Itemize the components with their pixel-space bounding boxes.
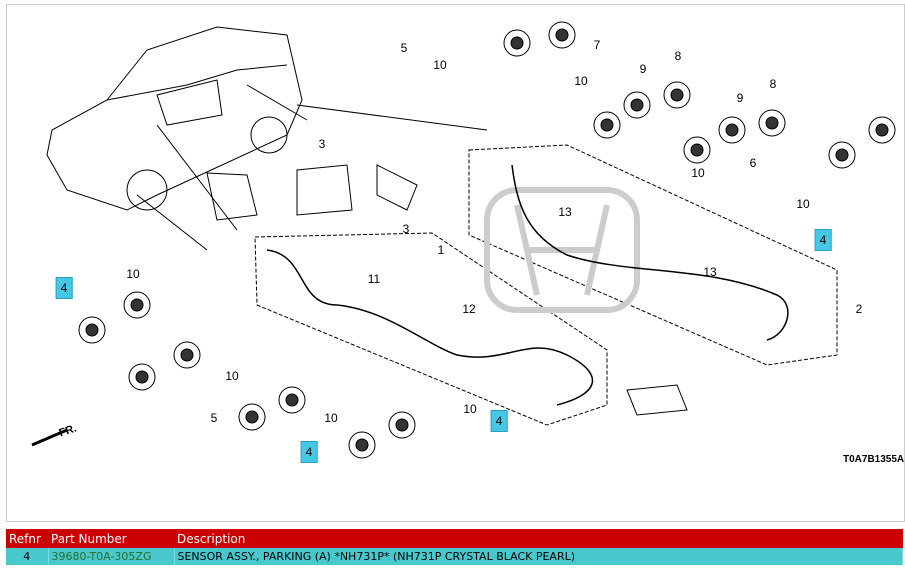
sensor-face xyxy=(690,143,704,157)
harness-panel-1 xyxy=(254,232,608,426)
callout-highlighted-4[interactable]: 4 xyxy=(490,410,508,432)
sensor-face xyxy=(510,36,524,50)
sensor-face xyxy=(355,438,369,452)
callout-10: 10 xyxy=(796,197,810,211)
sensor-part xyxy=(758,109,786,137)
sensor-part xyxy=(718,116,746,144)
callout-10: 10 xyxy=(324,411,338,425)
callout-highlighted-4[interactable]: 4 xyxy=(300,441,318,463)
callout-3: 3 xyxy=(318,137,326,151)
sensor-part xyxy=(663,81,691,109)
callout-9: 9 xyxy=(736,91,744,105)
table-row[interactable]: 4 39680-T0A-305ZG SENSOR ASSY., PARKING … xyxy=(6,548,903,565)
cell-part-number[interactable]: 39680-T0A-305ZG xyxy=(48,548,175,565)
header-part-number: Part Number xyxy=(48,529,174,548)
sensor-face xyxy=(285,393,299,407)
header-refnr: Refnr xyxy=(6,529,48,548)
sensor-part xyxy=(238,403,266,431)
cell-refnr: 4 xyxy=(6,548,49,565)
header-description: Description xyxy=(174,529,903,548)
sensor-part xyxy=(683,136,711,164)
sensor-part xyxy=(173,341,201,369)
cell-description: SENSOR ASSY., PARKING (A) *NH731P* (NH73… xyxy=(174,548,903,565)
sensor-face xyxy=(835,148,849,162)
control-units xyxy=(206,164,418,221)
sensor-part xyxy=(128,363,156,391)
parking-sensors xyxy=(78,21,896,459)
sensor-face xyxy=(765,116,779,130)
sensor-face xyxy=(245,410,259,424)
sensor-part xyxy=(278,386,306,414)
sensor-face xyxy=(630,98,644,112)
sensor-face xyxy=(555,28,569,42)
harness-panel-2 xyxy=(468,144,838,366)
callout-8: 8 xyxy=(769,77,777,91)
sensor-face xyxy=(395,418,409,432)
callout-1: 1 xyxy=(437,243,445,257)
callout-6: 6 xyxy=(749,156,757,170)
callout-10: 10 xyxy=(225,369,239,383)
sensor-part xyxy=(123,291,151,319)
parts-table-header: Refnr Part Number Description xyxy=(6,529,903,548)
sensor-part xyxy=(828,141,856,169)
sensor-part xyxy=(868,116,896,144)
callout-10: 10 xyxy=(463,402,477,416)
callout-10: 10 xyxy=(574,74,588,88)
sensor-face xyxy=(180,348,194,362)
callout-12: 12 xyxy=(462,302,476,316)
sensor-face xyxy=(725,123,739,137)
sensor-part xyxy=(623,91,651,119)
callout-10: 10 xyxy=(691,166,705,180)
callout-9: 9 xyxy=(639,62,647,76)
sensor-part xyxy=(503,29,531,57)
callout-5: 5 xyxy=(210,411,218,425)
sensor-face xyxy=(600,118,614,132)
honda-logo-watermark xyxy=(484,187,640,313)
parts-table: Refnr Part Number Description 4 39680-T0… xyxy=(6,529,903,565)
vehicle-illustration xyxy=(46,26,303,211)
sensor-face xyxy=(135,370,149,384)
callout-5: 5 xyxy=(400,41,408,55)
callout-10: 10 xyxy=(433,58,447,72)
front-arrow-icon xyxy=(31,428,68,447)
sensor-face xyxy=(130,298,144,312)
callout-11: 11 xyxy=(367,272,381,286)
sensor-part xyxy=(548,21,576,49)
callout-13: 13 xyxy=(558,205,572,219)
sensor-part xyxy=(78,316,106,344)
callout-2: 2 xyxy=(855,302,863,316)
diagram-code: T0A7B1355A xyxy=(843,454,905,465)
callout-highlighted-4[interactable]: 4 xyxy=(55,277,73,299)
sensor-face xyxy=(875,123,889,137)
sensor-face xyxy=(670,88,684,102)
sensor-face xyxy=(85,323,99,337)
callout-3: 3 xyxy=(402,222,410,236)
parts-diagram xyxy=(31,21,896,459)
callout-10: 10 xyxy=(126,267,140,281)
sensor-part xyxy=(593,111,621,139)
callout-13: 13 xyxy=(703,265,717,279)
sensor-part xyxy=(388,411,416,439)
callout-7: 7 xyxy=(593,38,601,52)
sensor-part xyxy=(348,431,376,459)
callout-8: 8 xyxy=(674,49,682,63)
callout-highlighted-4[interactable]: 4 xyxy=(814,229,832,251)
